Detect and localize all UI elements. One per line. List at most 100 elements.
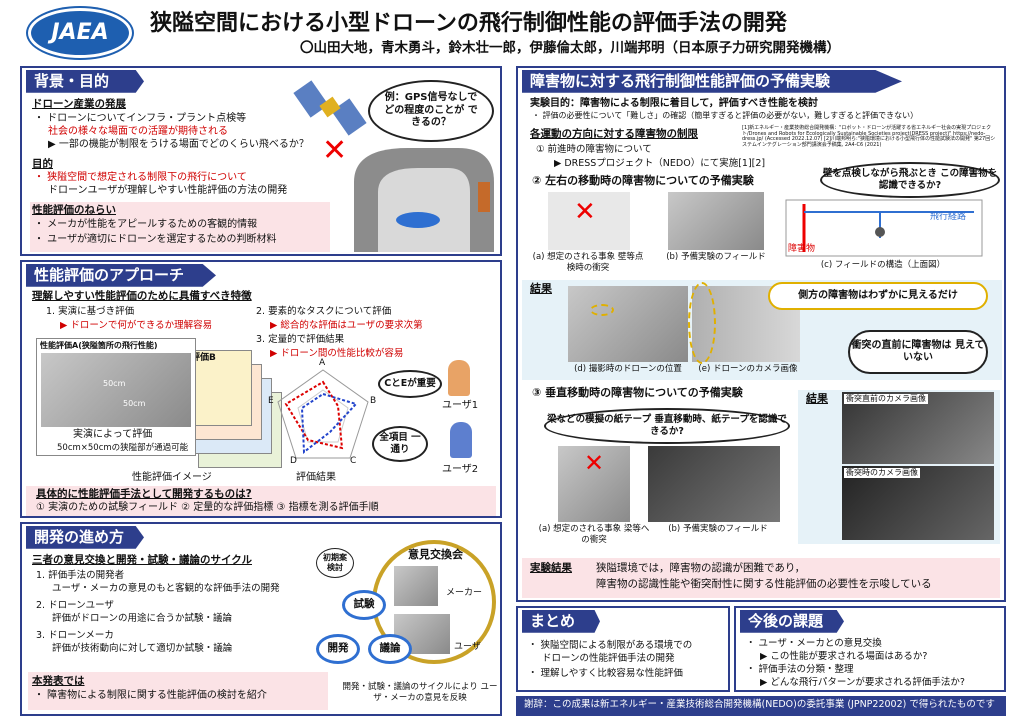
bg-l4: ・ 狭隘空間で想定される制限下の飛行について xyxy=(34,172,247,183)
maker-label: メーカー xyxy=(446,588,483,598)
radar-d: D xyxy=(290,456,297,466)
present-box xyxy=(28,672,328,710)
obstacle-panel: 障害物に対する飛行制御性能評価の予備実験 実験目的：障害物による制限に着目して，… xyxy=(516,66,1006,602)
field-topview xyxy=(785,199,983,257)
result3-label: 結果 xyxy=(806,392,828,405)
satellite-illustration xyxy=(293,80,367,136)
dev-l: ・ 障害物による制限に関する性能評価の検討を紹介 xyxy=(34,690,267,701)
dev-i3: 3. ドローンメーカ xyxy=(36,630,114,641)
cap-b: (b) 予備実験のフィールド xyxy=(666,252,766,262)
cm-label-2: 50cm xyxy=(123,399,146,408)
flight-path-label: 飛行経路 xyxy=(930,212,967,222)
dev-sub2: 本発表では xyxy=(32,675,85,687)
radar-b: B xyxy=(370,396,377,406)
side-bubble: 壁を点検しながら飛ぶとき この障害物を認識できるか? xyxy=(820,162,1000,198)
ap-i3: 3. 定量的で評価結果 xyxy=(256,334,345,345)
bg-l2: 社会の様々な場面での活躍が期待される xyxy=(48,126,228,137)
bg-title: 背景・目的 xyxy=(26,70,144,93)
vertical-cross-icon: ✕ xyxy=(584,449,605,477)
bg-l5: ドローンユーザが理解しやすい性能評価の方法の開発 xyxy=(48,185,288,196)
drone-position-photo xyxy=(568,286,688,362)
ap-i1: 1. 実演に基づき評価 xyxy=(46,306,135,317)
fut-l3: ・ 評価手法の分類・整理 xyxy=(746,664,854,675)
sum-title: まとめ xyxy=(522,610,600,633)
bg-l3: ▶ 一部の機能が制限をうける場面でどのくらい飛べるか？ xyxy=(48,139,309,150)
logo-text: JAEA xyxy=(51,20,109,46)
sum-l2: ドローンの性能評価手法の開発 xyxy=(542,653,675,664)
user1-label: ユーザ1 xyxy=(442,400,479,411)
ob-aim: 実験目的：障害物による制限に着目して，評価すべき性能を検討 xyxy=(530,98,818,109)
cap-b3: (b) 予備実験のフィールド xyxy=(668,524,768,534)
radar-e: E xyxy=(268,396,274,406)
future-panel: 今後の課題 ・ ユーザ・メーカとの意見交換 ▶ この性能が要求される場面はあるか… xyxy=(734,606,1006,692)
jaea-logo: JAEA xyxy=(28,8,132,58)
ob-title: 障害物に対する飛行制御性能評価の予備実験 xyxy=(522,70,902,93)
aim-box xyxy=(30,202,330,252)
summary-panel: まとめ ・ 狭隘空間による制限がある環境での ドローンの性能評価手法の開発 ・ … xyxy=(516,606,730,692)
cap-a3: (a) 想定のされる事象 梁等への衝突 xyxy=(538,524,650,545)
page-title: 狭隘空間における小型ドローンの飛行制御性能の評価手法の開発 xyxy=(150,11,787,36)
dev-sub: 三者の意見交換と開発・試験・議論のサイクル xyxy=(32,554,252,566)
user2-label: ユーザ2 xyxy=(442,464,479,475)
ap-answer: ① 実演のための試験フィールド ② 定量的な評価指標 ③ 指標を測る評価手順 xyxy=(36,502,379,513)
fin-label: 実験結果 xyxy=(530,562,572,574)
radar-a: A xyxy=(319,358,326,368)
cap-e: (e) ドローンのカメラ画像 xyxy=(698,364,798,374)
dev-i1b: ユーザ・メーカの意見のもと客観的な評価手法の開発 xyxy=(52,583,280,594)
ap-i2: 2. 要素的なタスクについて評価 xyxy=(256,306,392,317)
camera-marker xyxy=(688,282,716,364)
approach-panel: 性能評価のアプローチ 理解しやすい性能評価のために具備すべき特徴 1. 実演に基… xyxy=(20,260,502,518)
ap-i2r: ▶ 総合的な評価はユーザの要求次第 xyxy=(270,320,423,331)
ap-sub: 理解しやすい性能評価のために具備すべき特徴 xyxy=(32,290,252,302)
cycle-discuss: 議論 xyxy=(368,634,412,664)
bg-l7: ・ ユーザが適切にドローンを選定するための判断材料 xyxy=(34,234,277,245)
fut-title: 今後の課題 xyxy=(740,610,844,633)
cm-label-1: 50cm xyxy=(103,379,126,388)
dev-i3b: 評価が技術動向に対して適切か試験・議論 xyxy=(52,643,233,654)
cross-icon: ✕ xyxy=(322,133,348,168)
ob-e3: ③ 垂直移動時の障害物についての予備実験 xyxy=(532,386,743,399)
vertical-bubble: 梁などの模擬の紙テープ 垂直移動時、紙テープを認識できるか? xyxy=(544,408,790,444)
demo-sub: 50cm×50cmの狭隘部が通過可能 xyxy=(57,443,189,453)
dev-i2: 2. ドローンユーザ xyxy=(36,600,114,611)
authors: 〇山田大地，青木勇斗，鈴木壮一郎，伊藤倫太郎，川端邦明（日本原子力研究開発機構） xyxy=(300,40,840,56)
development-panel: 開発の進め方 三者の意見交換と開発・試験・議論のサイクル 1. 評価手法の開発者… xyxy=(20,522,502,716)
card-a-label: 性能評価A(狭隘箇所の飛行性能) xyxy=(40,341,158,350)
side-event-photo xyxy=(548,192,630,250)
user-label: ユーザ xyxy=(454,642,481,652)
ob-sub: 各運動の方向に対する障害物の制限 xyxy=(530,128,698,140)
ob-references: [1]新エネルギー・産業技術総合開発機構："ロボット・ドローンが活躍する省エネル… xyxy=(742,125,996,148)
bg-l1: ・ ドローンについてインフラ・プラント点検等 xyxy=(34,113,247,124)
side-field-photo xyxy=(668,192,764,250)
cycle-caption: 開発・試験・議論のサイクルにより ユーザ・メーカの意見を反映 xyxy=(342,682,498,703)
user2-figure xyxy=(450,422,472,458)
gps-bubble: 例：GPS信号なしで どの程度のことが できるの？ xyxy=(368,80,494,142)
result-bubble-1: 側方の障害物はわずかに見えるだけ xyxy=(768,282,988,310)
cap-d: (d) 撮影時のドローンの位置 xyxy=(574,364,682,374)
vertical-field-photo xyxy=(648,446,780,522)
ob-e2: ② 左右の移動時の障害物についての予備実験 xyxy=(532,174,754,187)
initial-plan: 初期案 検討 xyxy=(316,548,354,578)
ap-title: 性能評価のアプローチ xyxy=(26,264,216,287)
bg-l6: ・ メーカが性能をアピールするための客観的情報 xyxy=(34,219,258,230)
ob-e1: ① 前進時の障害物について xyxy=(536,144,652,155)
exchange-label: 意見交換会 xyxy=(408,548,463,561)
bg-sub2: 目的 xyxy=(32,158,53,170)
ob-aim2: ・ 評価の必要性について「難しさ」の確認（簡単すぎると評価の必要がない，難しすぎ… xyxy=(532,111,919,120)
ap-i1r: ▶ ドローンで何ができるか理解容易 xyxy=(60,320,213,331)
user2-bubble: 全項目 一通り xyxy=(372,426,428,462)
ap-question: 具体的に性能評価手法として開発するものは? xyxy=(36,488,252,500)
collision-photo xyxy=(842,466,994,540)
user1-figure xyxy=(448,360,470,396)
fut-l2: ▶ この性能が要求される場面はあるか? xyxy=(760,651,928,662)
field-photo xyxy=(41,353,191,427)
background-panel: 背景・目的 ドローン産業の発展 ・ ドローンについてインフラ・プラント点検等 社… xyxy=(20,66,502,256)
before-collision-photo xyxy=(842,392,994,464)
radar-c: C xyxy=(350,456,357,466)
collision-label: 衝突時のカメラ画像 xyxy=(844,468,920,478)
vertical-event-photo xyxy=(558,446,630,522)
position-marker xyxy=(590,304,614,316)
dev-i1: 1. 評価手法の開発者 xyxy=(36,570,125,581)
card-a: 性能評価A(狭隘箇所の飛行性能) 50cm 50cm 実演によって評価 50cm… xyxy=(36,338,196,456)
cap-c: (c) フィールドの構造（上面図） xyxy=(820,260,946,270)
